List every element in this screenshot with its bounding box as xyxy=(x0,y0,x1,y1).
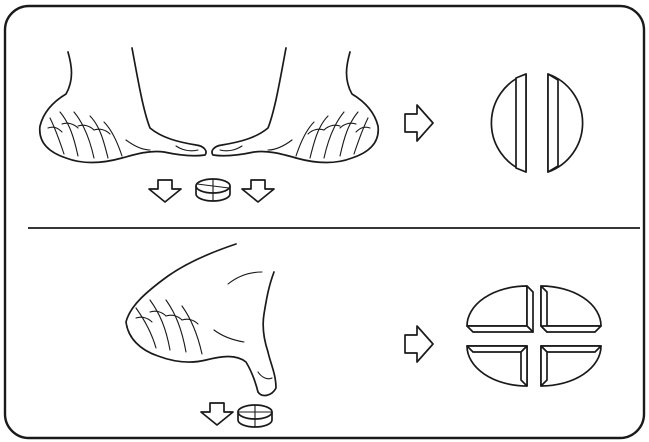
panel-top xyxy=(40,48,583,202)
right-hand-icon xyxy=(212,48,378,163)
hollow-arrow-icon xyxy=(405,326,433,362)
down-arrow-icon xyxy=(149,180,181,202)
tablet-quarters-result xyxy=(467,286,601,386)
hollow-arrow-icon xyxy=(405,105,433,141)
tablet-icon xyxy=(196,179,230,201)
down-arrow-icon xyxy=(242,180,274,202)
tablet-halves-result xyxy=(491,74,582,172)
panel-bottom xyxy=(126,244,601,427)
single-hand-icon xyxy=(126,244,276,395)
left-hand-icon xyxy=(40,48,206,163)
tablet-icon xyxy=(238,405,272,427)
down-arrow-icon xyxy=(201,403,233,425)
